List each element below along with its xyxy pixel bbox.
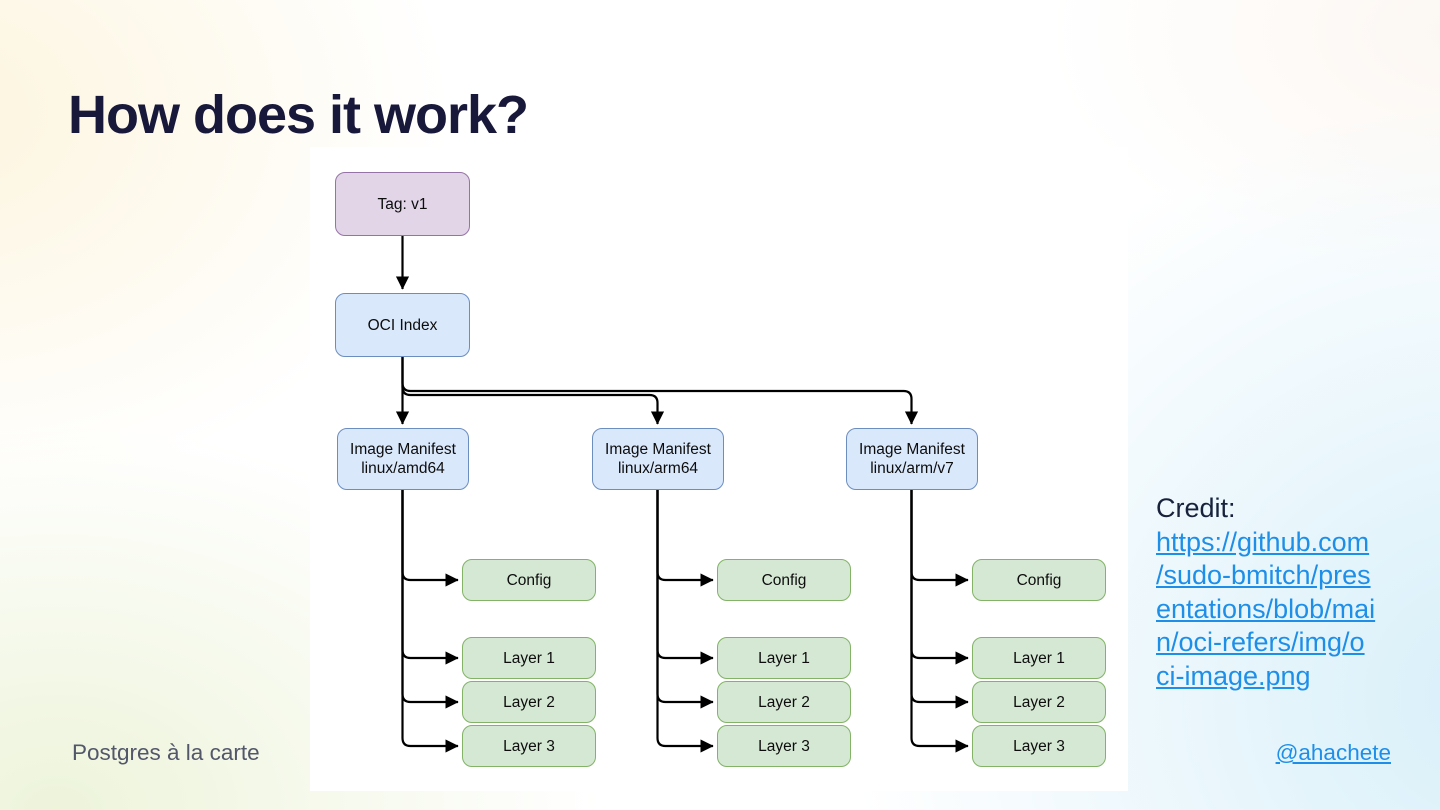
tag-node-label: Tag: v1 bbox=[377, 195, 428, 213]
layer2-node: Layer 2 bbox=[717, 681, 851, 723]
layer2-label: Layer 2 bbox=[1013, 693, 1065, 711]
author-handle: @ahachete bbox=[1276, 740, 1391, 766]
layer2-label: Layer 2 bbox=[503, 693, 555, 711]
manifest-label-line2: linux/amd64 bbox=[361, 460, 445, 477]
config-label: Config bbox=[761, 571, 807, 589]
config-node: Config bbox=[717, 559, 851, 601]
config-node: Config bbox=[972, 559, 1106, 601]
layer1-label: Layer 1 bbox=[1013, 649, 1065, 667]
manifest-label-line2: linux/arm/v7 bbox=[870, 460, 954, 477]
author-handle-link[interactable]: @ahachete bbox=[1275, 740, 1391, 765]
diagram-arrows bbox=[395, 236, 969, 753]
oci-image-diagram: Tag: v1 OCI Index Image Manifest linux/a… bbox=[310, 147, 1128, 791]
layer3-node: Layer 3 bbox=[717, 725, 851, 767]
credit-block: Credit: https://github.com /sudo-bmitch/… bbox=[1156, 492, 1412, 693]
layer1-label: Layer 1 bbox=[503, 649, 555, 667]
manifest-label-line1: Image Manifest bbox=[859, 441, 965, 458]
config-label: Config bbox=[1016, 571, 1062, 589]
manifest-node-armv7: Image Manifest linux/arm/v7 bbox=[846, 428, 978, 490]
layer3-label: Layer 3 bbox=[1013, 737, 1065, 755]
manifest-node-amd64: Image Manifest linux/amd64 bbox=[337, 428, 469, 490]
manifest-label-line1: Image Manifest bbox=[350, 441, 456, 458]
layer3-label: Layer 3 bbox=[503, 737, 555, 755]
layer1-node: Layer 1 bbox=[717, 637, 851, 679]
credit-label: Credit: bbox=[1156, 493, 1236, 523]
tag-node: Tag: v1 bbox=[335, 172, 470, 236]
layer2-node: Layer 2 bbox=[972, 681, 1106, 723]
layer3-node: Layer 3 bbox=[462, 725, 596, 767]
deck-title: Postgres à la carte bbox=[72, 740, 260, 765]
layer3-label: Layer 3 bbox=[758, 737, 810, 755]
manifest-label-line1: Image Manifest bbox=[605, 441, 711, 458]
layer1-label: Layer 1 bbox=[758, 649, 810, 667]
manifest-node-arm64: Image Manifest linux/arm64 bbox=[592, 428, 724, 490]
config-label: Config bbox=[506, 571, 552, 589]
config-node: Config bbox=[462, 559, 596, 601]
layer2-node: Layer 2 bbox=[462, 681, 596, 723]
page-title: How does it work? bbox=[68, 85, 529, 145]
oci-index-label: OCI Index bbox=[367, 316, 438, 334]
credit-link[interactable]: https://github.com /sudo-bmitch/pres ent… bbox=[1156, 526, 1376, 691]
manifest-label-line2: linux/arm64 bbox=[617, 460, 699, 477]
layer2-label: Layer 2 bbox=[758, 693, 810, 711]
layer3-node: Layer 3 bbox=[972, 725, 1106, 767]
layer1-node: Layer 1 bbox=[462, 637, 596, 679]
layer1-node: Layer 1 bbox=[972, 637, 1106, 679]
oci-index-node: OCI Index bbox=[335, 293, 470, 357]
